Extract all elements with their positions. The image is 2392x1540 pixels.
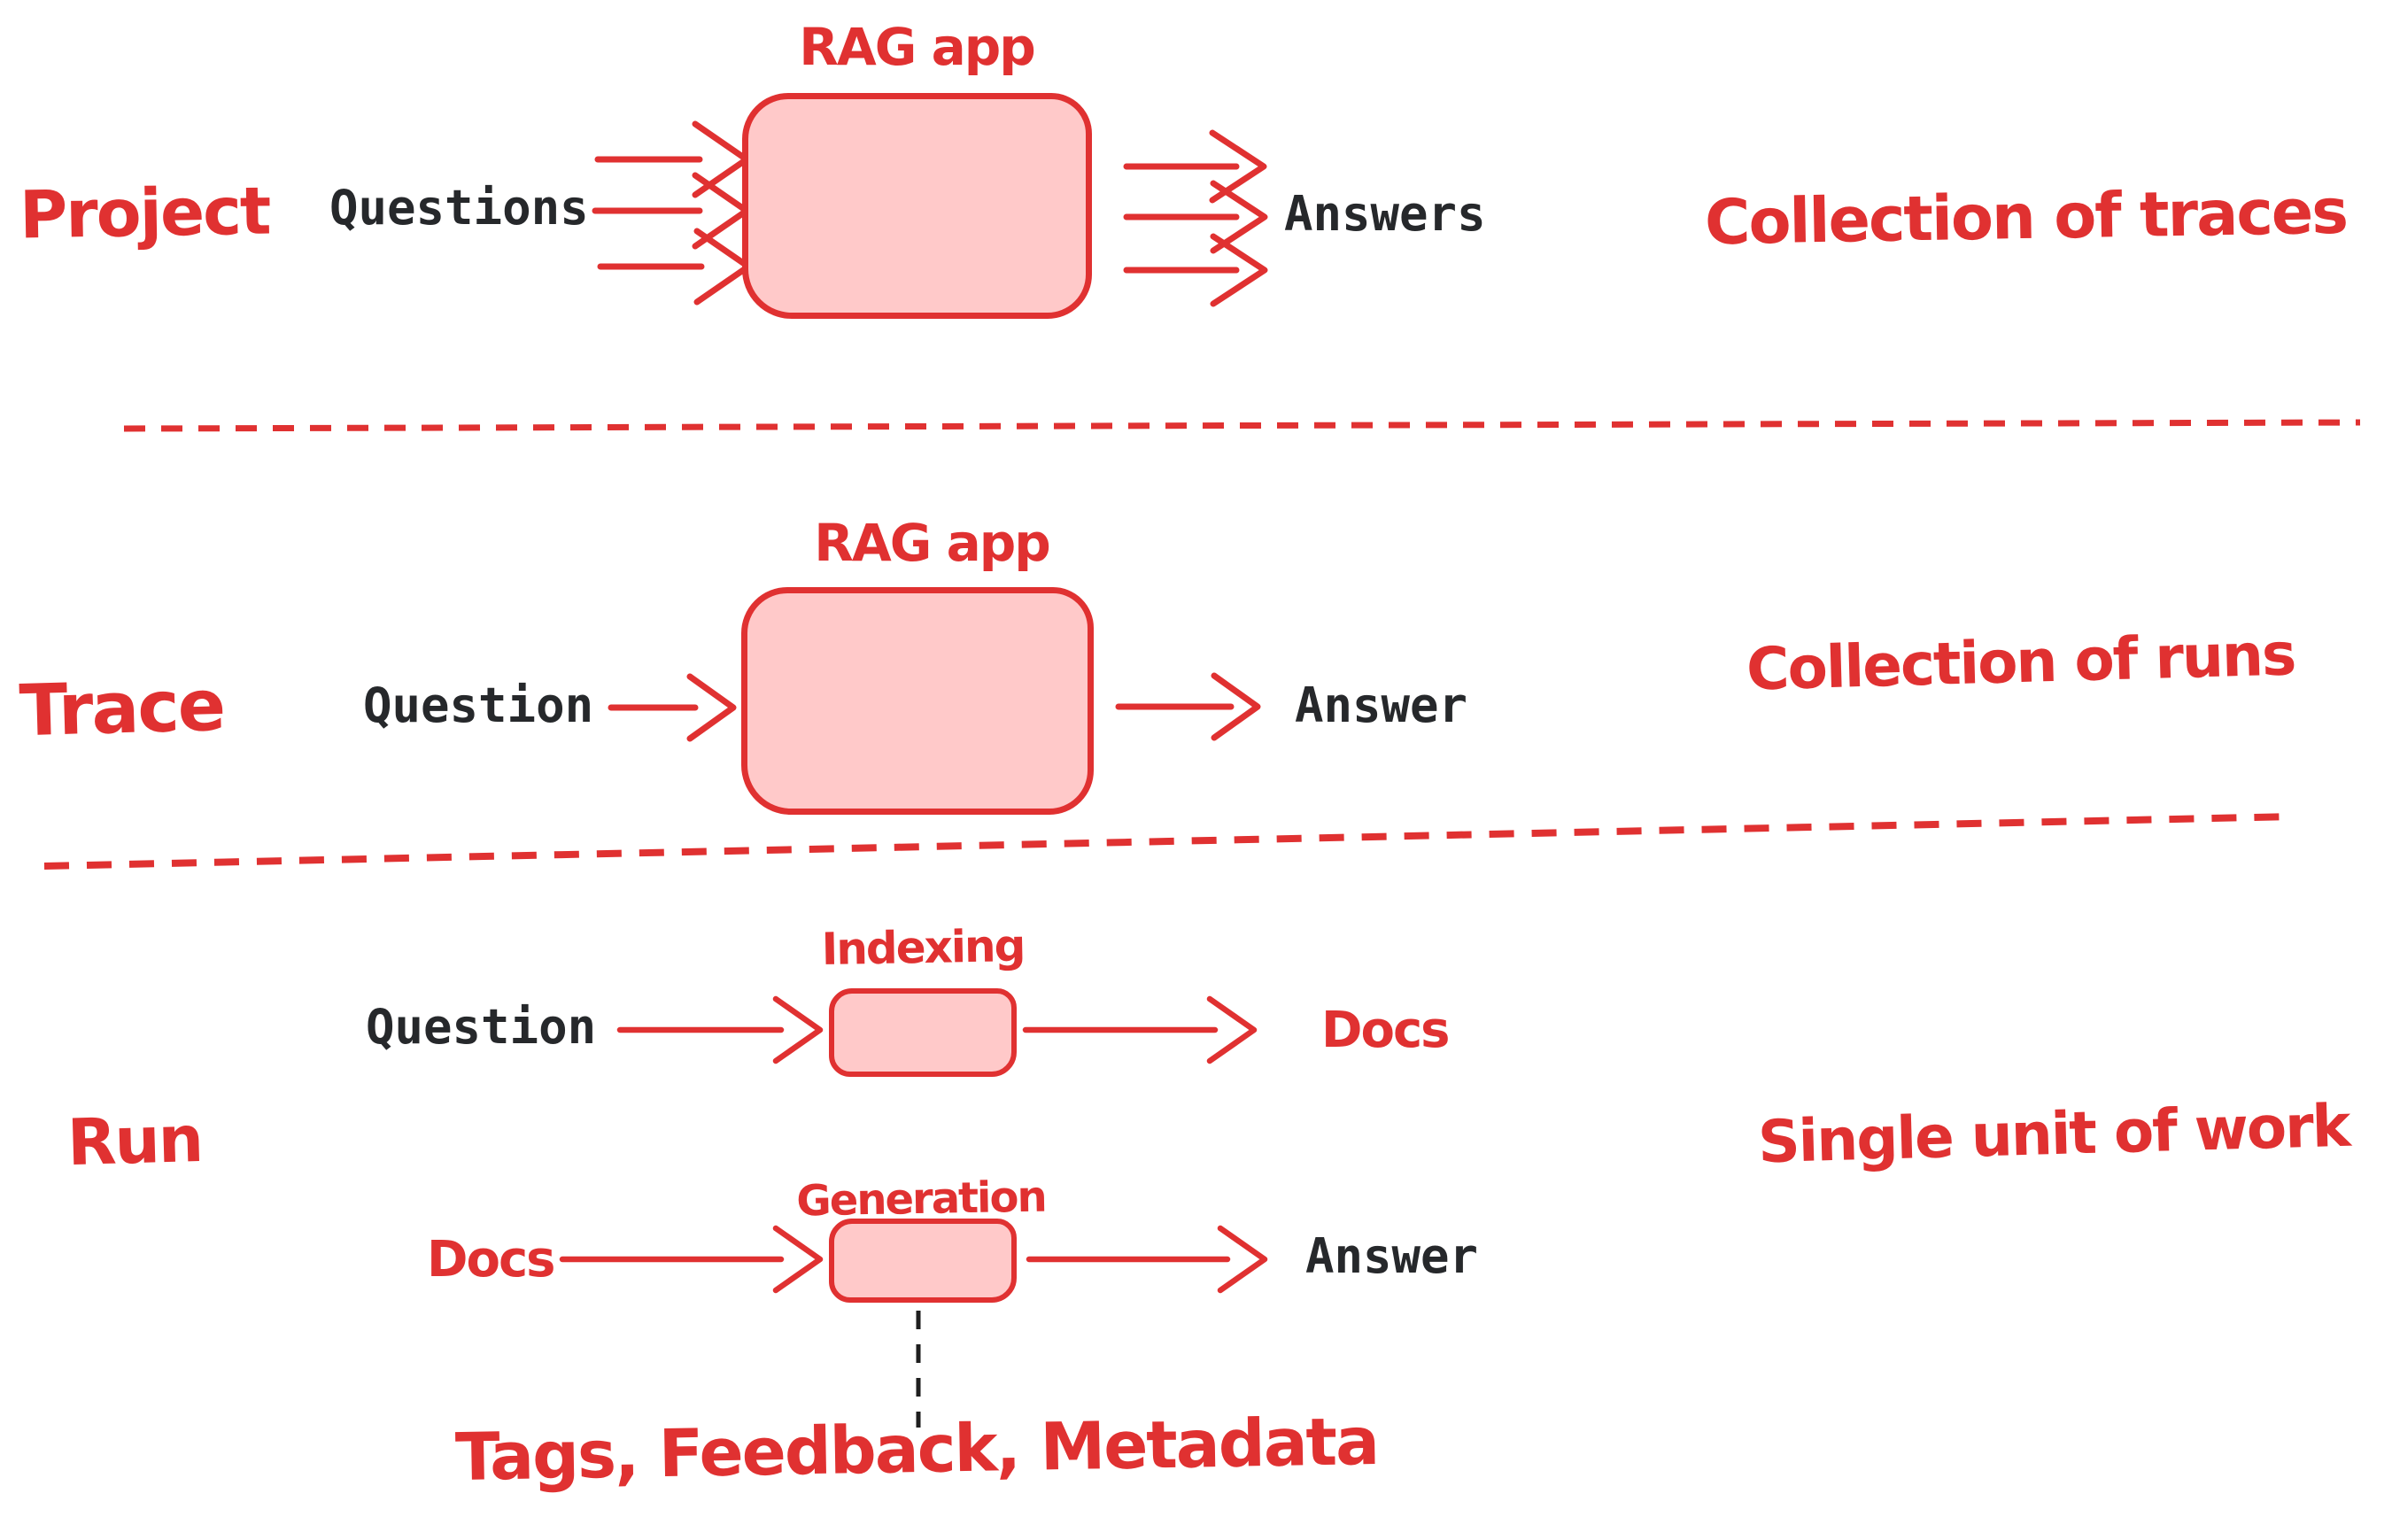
rag-app-label-project: RAG app: [799, 17, 1036, 77]
run-section-label: Run: [66, 1101, 204, 1180]
section-divider-dashed: [43, 813, 2295, 870]
generation-label: Generation: [795, 1172, 1047, 1227]
answer-label-trace: Answer: [1295, 677, 1468, 733]
run-generation-arrows-icon: [559, 1225, 1268, 1294]
rag-app-label-trace: RAG app: [814, 513, 1051, 573]
project-input-arrows-icon: [592, 120, 752, 306]
run-indexing-arrows-icon: [616, 995, 1258, 1064]
indexing-box: [829, 988, 1017, 1077]
generation-box: [829, 1219, 1017, 1303]
collection-of-traces-note: Collection of traces: [1704, 174, 2348, 259]
section-divider-dashed: [123, 419, 2361, 432]
question-label-trace: Question: [363, 677, 594, 733]
collection-of-runs-note: Collection of runs: [1746, 620, 2296, 704]
project-output-arrows-icon: [1123, 129, 1268, 307]
rag-app-box-project: [742, 93, 1092, 319]
single-unit-of-work-note: Single unit of work: [1757, 1091, 2350, 1177]
indexing-label: Indexing: [821, 920, 1025, 975]
question-label-run: Question: [366, 999, 597, 1055]
project-section-label: Project: [19, 173, 271, 254]
rag-app-box-trace: [741, 587, 1094, 815]
tags-feedback-metadata-label: Tags, Feedback, Metadata: [454, 1403, 1379, 1497]
docs-output-label: Docs: [1321, 1002, 1450, 1059]
questions-label: Questions: [329, 180, 589, 236]
docs-input-label: Docs: [427, 1231, 555, 1288]
answer-label-run: Answer: [1305, 1228, 1479, 1284]
answers-label: Answers: [1284, 186, 1486, 242]
trace-section-label: Trace: [18, 663, 226, 753]
trace-arrows-icon: [608, 672, 1261, 742]
